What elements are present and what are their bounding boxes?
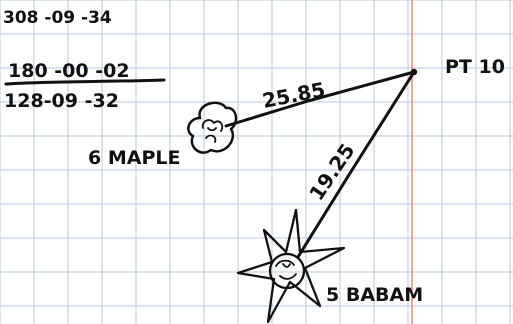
maple-label: 6 MAPLE xyxy=(88,147,180,169)
calc-line-1: 308 -09 -34 xyxy=(3,8,112,28)
tree-icon xyxy=(187,101,238,154)
line-maple-to-pt10 xyxy=(224,70,416,128)
star-tree-icon xyxy=(236,208,346,324)
pt10-point-icon xyxy=(410,68,418,76)
calc-line-3: 128-09 -32 xyxy=(4,90,119,112)
calc-line-2: 180 -00 -02 xyxy=(8,60,130,82)
calc-underline xyxy=(4,78,166,86)
pt10-label: PT 10 xyxy=(445,56,505,78)
babam-label: 5 BABAM xyxy=(326,284,423,306)
angle-calculation: 308 -09 -34 180 -00 -02 128-09 -32 xyxy=(3,8,166,112)
line-babam-to-pt10 xyxy=(296,70,416,259)
